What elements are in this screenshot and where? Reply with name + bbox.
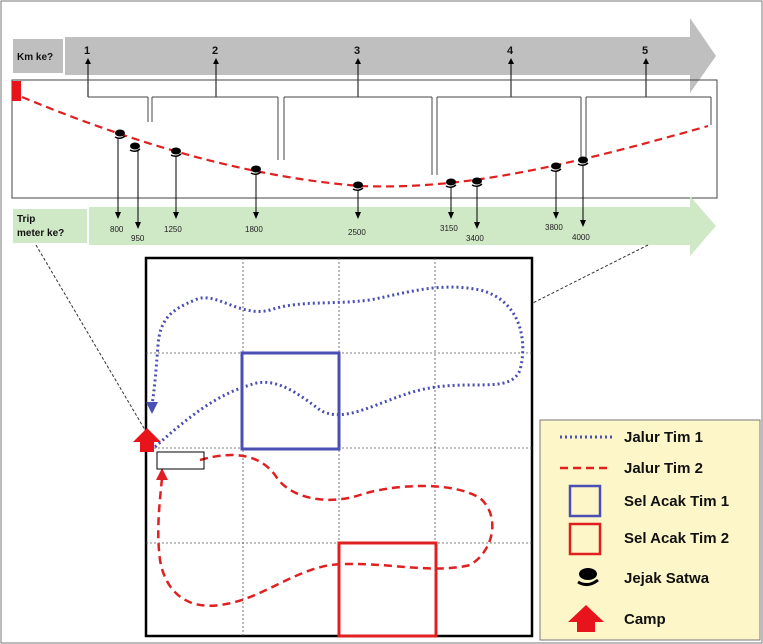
svg-text:4000: 4000 bbox=[572, 233, 590, 242]
route-team1-arrowhead bbox=[146, 402, 158, 414]
svg-text:Jalur Tim 1: Jalur Tim 1 bbox=[624, 429, 703, 446]
footprint-icon bbox=[250, 165, 262, 176]
svg-text:4: 4 bbox=[507, 45, 514, 57]
svg-text:800: 800 bbox=[110, 225, 124, 234]
footprint-icon bbox=[471, 177, 483, 188]
km-segment-brackets bbox=[11, 79, 718, 199]
trip-mark-4000: 4000 bbox=[572, 165, 590, 242]
km-marks: 1 2 3 4 5 bbox=[84, 45, 649, 97]
trip-meter-marks: 800 950 1250 1800 2500 3150 3400 3800 40… bbox=[110, 138, 590, 243]
svg-text:3800: 3800 bbox=[545, 223, 563, 232]
trip-arrow bbox=[12, 196, 716, 256]
legend-item-camp: Camp bbox=[568, 605, 666, 632]
svg-text:3150: 3150 bbox=[440, 224, 458, 233]
trip-mark-950: 950 bbox=[131, 150, 145, 243]
camp-icon bbox=[568, 605, 604, 632]
svg-text:3: 3 bbox=[354, 45, 360, 57]
transect-start-marker bbox=[12, 81, 21, 101]
footprint-icon bbox=[129, 142, 141, 153]
svg-text:3400: 3400 bbox=[466, 234, 484, 243]
svg-text:1800: 1800 bbox=[245, 225, 263, 234]
transect-zoom-box bbox=[156, 451, 205, 470]
legend-item-sel-acak-tim-1: Sel Acak Tim 1 bbox=[568, 484, 729, 518]
legend-item-jalur-tim-2: Jalur Tim 2 bbox=[560, 460, 703, 477]
svg-text:Jejak Satwa: Jejak Satwa bbox=[624, 570, 710, 587]
legend: Jalur Tim 1 Jalur Tim 2 Sel Acak Tim 1 S… bbox=[539, 419, 761, 641]
svg-text:Sel Acak Tim 1: Sel Acak Tim 1 bbox=[624, 493, 729, 510]
legend-item-jalur-tim-1: Jalur Tim 1 bbox=[560, 429, 703, 446]
footprints-on-transect bbox=[114, 129, 589, 192]
svg-text:1250: 1250 bbox=[164, 225, 182, 234]
camp-icon bbox=[133, 428, 161, 452]
legend-box bbox=[539, 419, 761, 641]
trip-mark-3150: 3150 bbox=[440, 187, 458, 233]
km-label-box bbox=[11, 37, 65, 75]
footprint-icon bbox=[577, 156, 589, 167]
trip-mark-800: 800 bbox=[110, 138, 124, 234]
svg-text:Jalur Tim 2: Jalur Tim 2 bbox=[624, 460, 703, 477]
trip-label-box bbox=[11, 207, 89, 245]
footprint-icon bbox=[577, 568, 599, 587]
trip-mark-2500: 2500 bbox=[348, 190, 366, 237]
svg-text:Camp: Camp bbox=[624, 611, 666, 628]
km-arrow bbox=[12, 18, 716, 93]
trip-label-line1: Trip bbox=[17, 214, 35, 225]
footprint-icon bbox=[445, 178, 457, 189]
svg-text:Sel Acak Tim 2: Sel Acak Tim 2 bbox=[624, 530, 729, 547]
legend-item-jejak-satwa: Jejak Satwa bbox=[577, 568, 710, 587]
svg-text:950: 950 bbox=[131, 234, 145, 243]
svg-text:5: 5 bbox=[642, 45, 648, 57]
km-label: Km ke? bbox=[17, 52, 53, 63]
svg-text:2: 2 bbox=[212, 45, 218, 57]
footprint-icon bbox=[114, 129, 126, 140]
random-cell-team1 bbox=[240, 351, 341, 451]
trip-mark-3400: 3400 bbox=[466, 186, 484, 243]
trip-mark-3800: 3800 bbox=[545, 171, 563, 232]
trip-mark-1250: 1250 bbox=[164, 156, 182, 234]
footprint-icon bbox=[550, 162, 562, 173]
legend-item-sel-acak-tim-2: Sel Acak Tim 2 bbox=[568, 522, 729, 556]
trip-label-line2: meter ke? bbox=[17, 228, 64, 239]
random-cell-team2 bbox=[337, 541, 438, 638]
route-team2-arrowhead bbox=[156, 468, 168, 480]
svg-text:2500: 2500 bbox=[348, 228, 366, 237]
footprint-icon bbox=[170, 147, 182, 158]
svg-text:1: 1 bbox=[84, 45, 90, 57]
trip-mark-1800: 1800 bbox=[245, 174, 263, 234]
transect-curve-team2 bbox=[21, 95, 709, 188]
footprint-icon bbox=[352, 181, 364, 192]
route-team1 bbox=[150, 285, 525, 449]
